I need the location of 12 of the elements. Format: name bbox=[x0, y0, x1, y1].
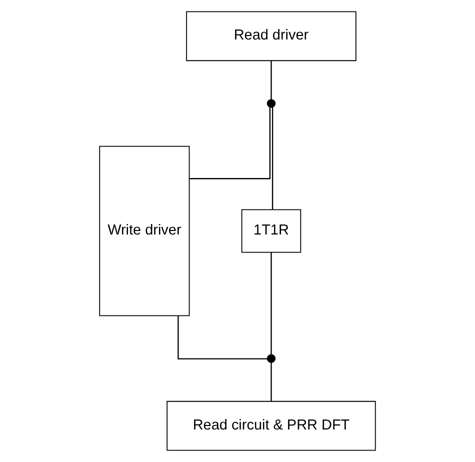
connector bbox=[272, 107, 274, 210]
node-circle bbox=[266, 354, 276, 363]
connector bbox=[270, 252, 272, 354]
connector bbox=[178, 316, 268, 360]
node-box: 1T1R bbox=[241, 209, 302, 253]
node-circle bbox=[266, 99, 276, 108]
node-box: Read driver bbox=[186, 11, 356, 62]
node-box: Write driver bbox=[99, 146, 190, 316]
connector bbox=[270, 362, 272, 402]
node-box: Read circuit & PRR DFT bbox=[166, 400, 376, 451]
connector bbox=[270, 60, 272, 100]
connector bbox=[189, 108, 271, 180]
